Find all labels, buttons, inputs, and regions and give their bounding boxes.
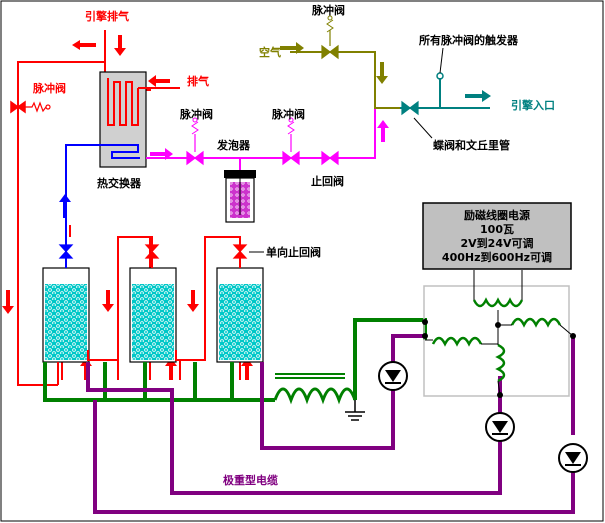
diode-1 (378, 361, 408, 391)
coolant-valve[interactable] (58, 244, 74, 259)
label-exhaust: 排气 (187, 74, 209, 88)
spring-icon (25, 101, 47, 113)
coolant-piping (65, 144, 106, 270)
valve-icon (321, 44, 339, 60)
label-butterfly-venturi: 蝶阀和文丘里管 (433, 138, 510, 152)
arrow-right-icon (280, 42, 304, 54)
diode-3 (558, 443, 588, 473)
heat-exchanger (99, 71, 180, 168)
heavy-cable-lines (86, 334, 575, 514)
label-one-way-check-valve: 单向止回阀 (266, 245, 321, 259)
tank-1 (42, 267, 90, 363)
valve-icon (321, 150, 339, 166)
ground-icon (345, 400, 365, 421)
arrow-down-icon (376, 62, 388, 84)
ground-cable (43, 318, 427, 402)
valve-icon (10, 100, 26, 114)
arrow-right-icon (150, 148, 173, 160)
choke-coil (273, 373, 357, 405)
label-pulse-valve-mid2: 脉冲阀 (271, 107, 305, 121)
check-valve[interactable] (321, 150, 339, 166)
arrow-up-icon (59, 194, 71, 218)
psu-frequency: 400Hz到600Hz可调 (442, 250, 552, 264)
label-check-valve: 止回阀 (311, 174, 344, 188)
intake-piping (400, 78, 490, 109)
psu-voltage: 2V到24V可调 (461, 236, 534, 250)
valve-icon (186, 150, 204, 166)
spring-icon (326, 19, 334, 33)
valve-icon (58, 244, 74, 259)
pulse-valve-mid1[interactable] (186, 117, 204, 166)
tank-valves[interactable] (144, 244, 248, 259)
valve-icon (282, 150, 300, 166)
pulse-valve-mid2[interactable] (282, 117, 300, 166)
arrow-down-icon (102, 290, 114, 312)
psu-title: 励磁线圈电源 (464, 208, 530, 222)
valve-icon (144, 244, 160, 259)
trigger-dot-icon (327, 15, 333, 21)
mix-piping (146, 108, 376, 170)
arrow-left-icon (148, 75, 170, 87)
label-pulse-valve-mid1: 脉冲阀 (179, 107, 213, 121)
label-bubble-generator: 发泡器 (216, 138, 251, 152)
valve-icon (401, 100, 419, 116)
butterfly-valve[interactable] (401, 100, 419, 116)
bubble-generator (224, 170, 256, 223)
arrow-up-icon (377, 120, 389, 142)
label-pulse-valve-top: 脉冲阀 (311, 3, 345, 17)
venturi-leader (413, 117, 433, 139)
arrow-right-icon (465, 90, 491, 102)
arrow-down-icon (114, 35, 126, 56)
arrow-up-icon (241, 358, 253, 380)
pulse-valve-top[interactable] (321, 15, 339, 60)
label-engine-exhaust: 引擎排气 (85, 9, 129, 23)
pulse-valve-left[interactable] (10, 100, 51, 114)
junction-dots (422, 319, 576, 398)
trigger-dot-icon (288, 117, 294, 123)
excitation-coil-assembly (423, 270, 574, 397)
label-trigger-all-pulse: 所有脉冲阀的触发器 (419, 33, 519, 47)
label-engine-inlet: 引擎入口 (511, 98, 555, 112)
label-heavy-cable: 极重型电缆 (223, 473, 278, 487)
label-air: 空气 (259, 45, 281, 59)
arrow-left-icon (72, 40, 96, 50)
label-heat-exchanger: 热交换器 (97, 176, 142, 190)
arrow-down-icon (187, 290, 199, 312)
valve-icon (232, 244, 248, 259)
tank-3 (216, 267, 264, 363)
coil-power-supply (422, 202, 572, 270)
spring-icon (191, 121, 199, 135)
trigger-dot-icon (45, 104, 51, 110)
label-pulse-valve-left: 脉冲阀 (32, 81, 66, 95)
spring-icon (287, 121, 295, 135)
diode-2 (485, 412, 515, 442)
trigger-dot-icon (192, 117, 198, 123)
psu-power: 100瓦 (480, 223, 514, 236)
trigger-leader (439, 47, 444, 74)
tank-2 (129, 267, 177, 363)
arrow-down-icon (2, 290, 14, 314)
arrow-up-icon (165, 358, 177, 380)
